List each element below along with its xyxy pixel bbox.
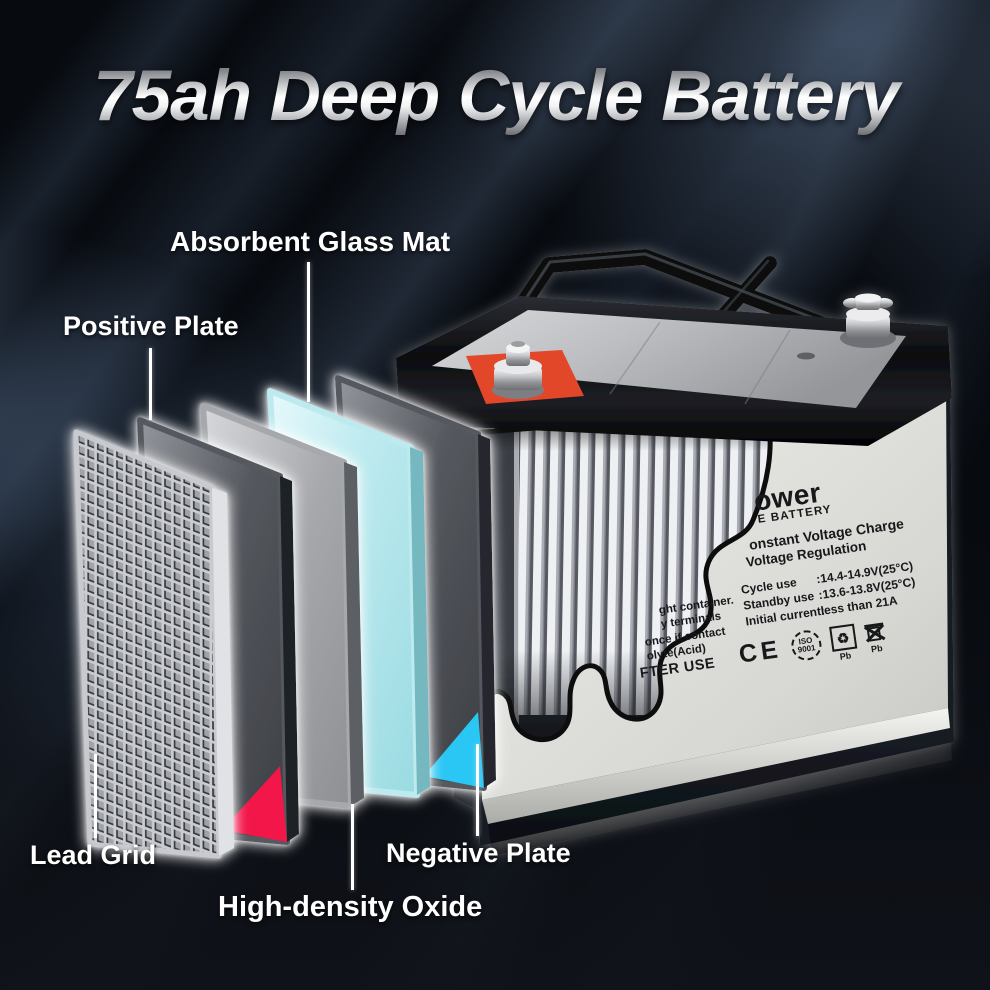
battery-lid bbox=[396, 296, 952, 446]
leader-line-lead-grid bbox=[94, 754, 97, 838]
callout-negative-plate: Negative Plate bbox=[386, 838, 571, 868]
recycle-pb-mark: ♻ Pb bbox=[828, 623, 859, 663]
pb-caption: Pb bbox=[870, 642, 884, 655]
battery bbox=[396, 249, 954, 856]
ce-mark: CE bbox=[737, 635, 784, 669]
no-trash-pb-mark: Pb bbox=[863, 620, 886, 655]
leader-line-positive bbox=[149, 348, 152, 420]
positive-red-corner bbox=[222, 766, 287, 842]
callout-positive-plate: Positive Plate bbox=[63, 311, 239, 341]
callout-absorbent-glass-mat: Absorbent Glass Mat bbox=[170, 226, 451, 257]
callout-high-density-oxide: High-density Oxide bbox=[218, 891, 483, 923]
terminal-negative bbox=[840, 293, 896, 348]
leader-line-oxide bbox=[351, 804, 354, 890]
recycle-icon: ♻ bbox=[828, 623, 858, 652]
case-bottom-edge bbox=[482, 708, 950, 824]
case-bottom-shadow bbox=[488, 728, 952, 856]
negative-cyan-corner bbox=[424, 712, 484, 788]
pb-caption: Pb bbox=[839, 650, 852, 662]
iso-9001-badge-icon: ISO 9001 bbox=[789, 628, 824, 663]
plate-lead-grid bbox=[73, 429, 234, 859]
page-title: 75ah Deep Cycle Battery bbox=[20, 57, 972, 136]
callout-lead-grid: Lead Grid bbox=[30, 840, 157, 870]
leader-line-negative bbox=[476, 744, 479, 836]
vent-cap bbox=[797, 352, 815, 360]
leader-line-agm bbox=[307, 262, 310, 402]
crossed-bin-icon bbox=[863, 622, 886, 644]
tear-outline bbox=[469, 407, 773, 763]
terminal-positive bbox=[466, 341, 584, 404]
